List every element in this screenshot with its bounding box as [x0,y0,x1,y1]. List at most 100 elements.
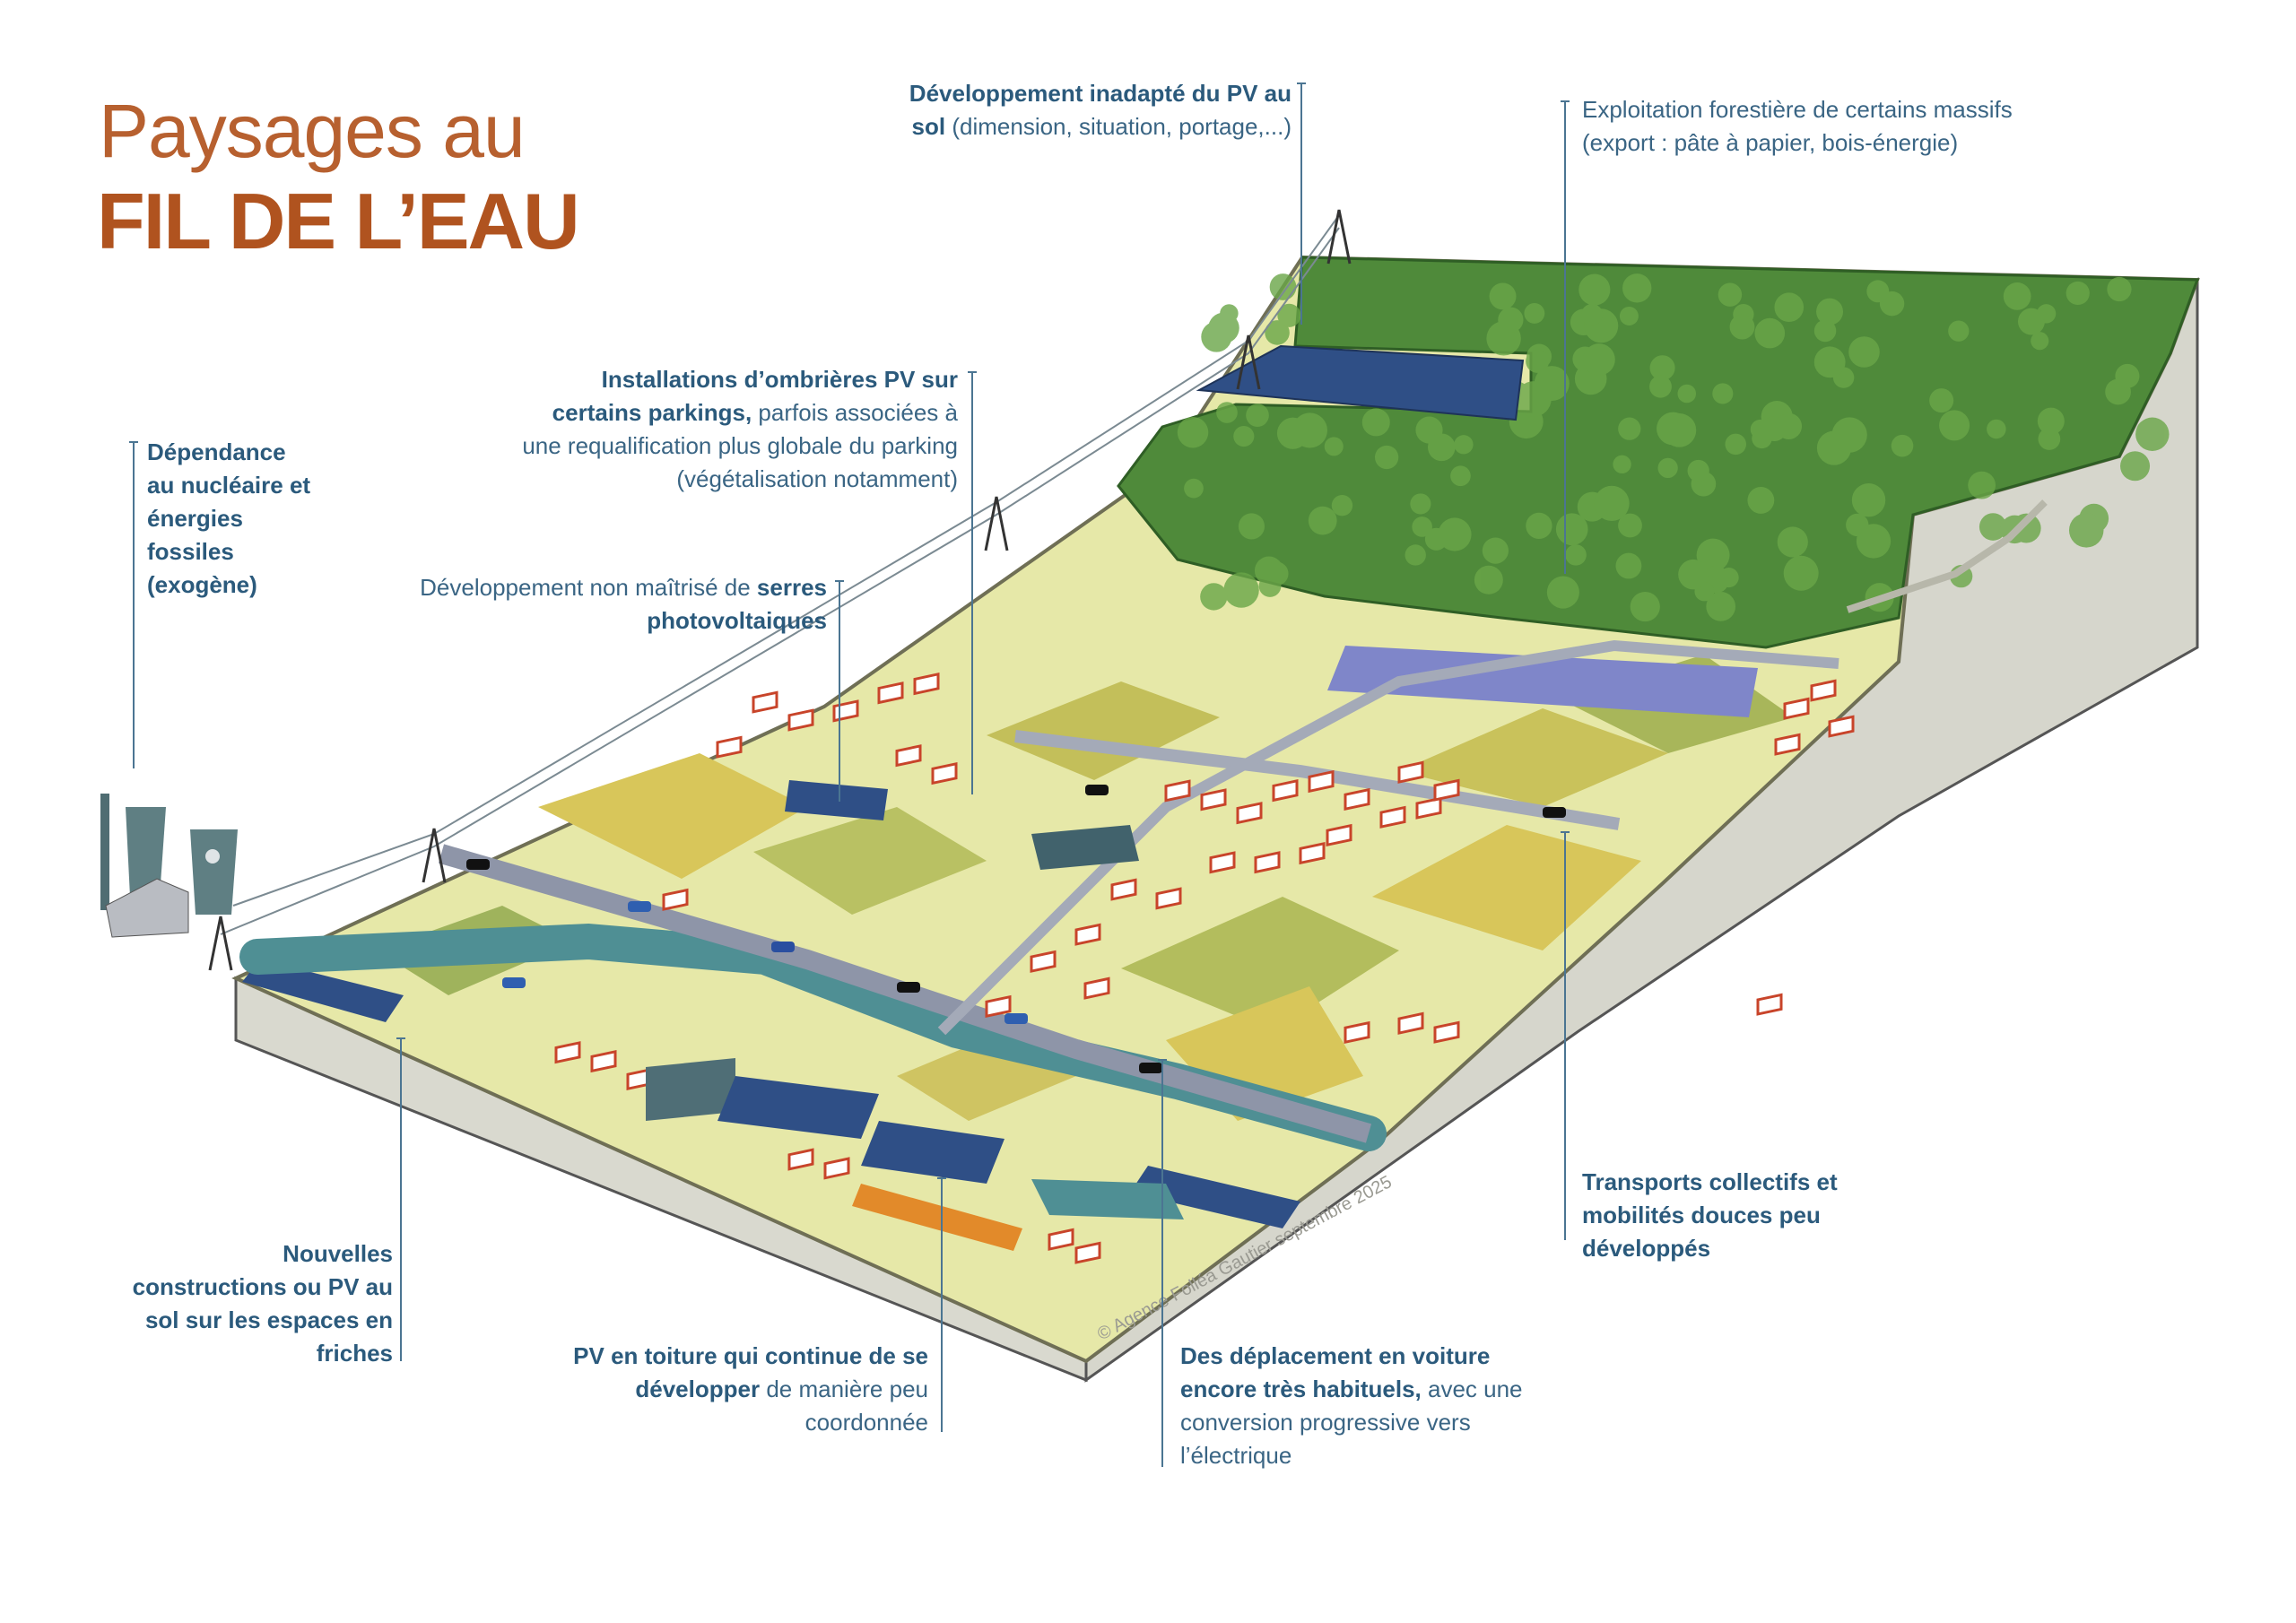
tree [2120,451,2151,482]
tree [1678,559,1709,590]
tree [1615,552,1642,579]
tree [1618,513,1642,538]
car [1543,807,1566,818]
house [1308,769,1335,794]
tree [1662,413,1697,447]
house [1048,1228,1074,1251]
leader-line-serres [835,580,844,802]
tree [1866,280,1890,303]
tree [1725,433,1746,456]
tree [1783,555,1819,591]
tree [2115,363,2140,388]
house [1200,788,1227,812]
cars [466,785,1566,1073]
tree [1687,459,1709,482]
pond [1031,1179,1184,1219]
annotation-nucleaire: Dépendance au nucléaire et énergies foss… [147,436,317,602]
tree [1524,302,1545,324]
annotation-bold: PV en toiture qui continue de se dévelop… [573,1342,928,1402]
annotation-bold: Développement inadapté du PV au sol [909,80,1292,140]
tree [2017,308,2045,335]
pv-ground-friche [242,959,404,1022]
tree [1777,526,1808,558]
leader-line-nucleaire [129,441,138,768]
house [1209,851,1236,874]
house [1074,1241,1101,1264]
pv-ground-friche-2 [1130,1166,1300,1228]
tree [1489,282,1517,310]
tree [1677,384,1697,404]
tree [1424,527,1448,551]
annotation-text: (dimension, situation, portage,...) [945,113,1292,140]
house [1083,976,1110,1000]
house [913,673,940,696]
title-line-1: Paysages au [99,89,526,173]
pylon-icon [1326,209,1352,265]
tree [1816,298,1844,325]
tree [1184,478,1204,499]
tree [1555,513,1588,546]
tree [1238,513,1265,540]
secondary-road [937,639,1839,1036]
annotation-toiture: PV en toiture qui continue de se dévelop… [552,1340,928,1439]
tree [1526,349,1550,373]
annotation-bold: Des déplacement en voiture encore très h… [1180,1342,1491,1402]
car [502,977,526,988]
leader-line-friches [396,1037,405,1361]
tree [1630,591,1660,622]
pv-greenhouses [1327,646,1758,717]
annotation-serres: Développement non maîtrisé de serres pho… [352,571,827,638]
tree [1594,485,1630,522]
house [985,994,1012,1019]
house [1074,923,1101,946]
tree [1747,487,1775,514]
tree [1987,419,2006,439]
tree [1265,320,1290,345]
house [716,735,743,759]
tree [1712,383,1734,404]
tree [1622,273,1652,303]
pylons [208,209,1352,971]
tree [1331,495,1353,516]
house [554,1041,581,1064]
tree [1718,568,1739,588]
house [1828,715,1855,738]
annotation-bold: Nouvelles constructions ou PV au sol sur… [132,1240,393,1367]
car [466,859,490,870]
annotation-ombrieres: Installations d’ombrières PV sur certain… [518,363,958,496]
house [1415,796,1442,820]
tree [1775,412,1803,439]
annotation-text: parfois associées à une requalification … [522,399,958,492]
annotation-text: avec une conversion progressive vers l’é… [1180,1376,1523,1469]
tree [1848,336,1880,368]
house [1299,841,1326,865]
tree [1233,426,1255,447]
tree [1546,576,1579,609]
annotation-transports: Transports collectifs et mobilités douce… [1582,1166,1878,1265]
tree [1450,465,1471,487]
main-road [438,844,1372,1143]
tree [1979,513,2007,541]
tree [1498,307,1524,333]
tree [1851,483,1886,517]
tree [1948,320,1970,342]
annotation-bold: Installations d’ombrières PV sur certain… [552,366,958,426]
car [897,982,920,993]
pylon-icon [422,828,447,883]
car [771,942,795,952]
industrial-buildings [646,780,1139,1251]
house [1774,733,1801,756]
house [1810,679,1837,702]
house [895,744,922,768]
tree [1410,493,1431,515]
pylon-icon [208,916,233,971]
leader-line-transports [1561,831,1570,1240]
tree [1374,445,1399,470]
power-plant [100,794,238,938]
house [1326,823,1352,847]
tree [1276,417,1309,449]
tree [1177,416,1209,448]
tree [1831,417,1867,453]
tree [1649,355,1675,381]
